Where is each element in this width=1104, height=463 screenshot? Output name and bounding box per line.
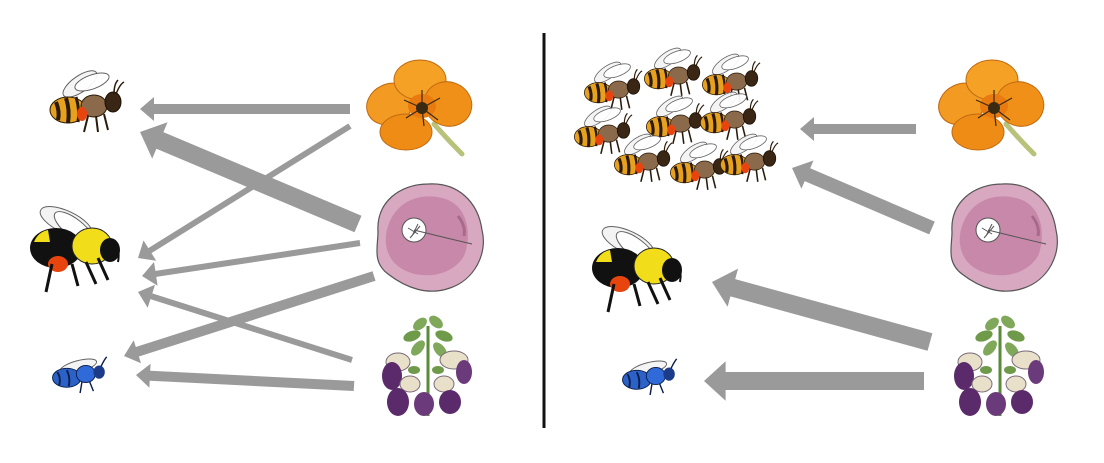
bumblebee-icon — [590, 218, 684, 314]
mallow-flower-icon — [375, 182, 485, 293]
lupine-flower-icon — [952, 311, 1046, 418]
blue-bee-icon — [51, 355, 108, 394]
mallow-flower-icon — [949, 182, 1059, 293]
arrow-left-network-mallow-to-blue-bee — [124, 271, 376, 364]
arrow-left-network-lupine-to-blue-bee — [136, 363, 355, 391]
honeybee-icon — [668, 136, 730, 192]
arrow-right-network-mallow-to-honeybee — [792, 160, 935, 235]
honeybee-icon — [718, 128, 780, 184]
arrow-left-network-mallow-to-bumblebee — [142, 240, 361, 286]
honeybee-icon — [572, 100, 634, 156]
arrows-layer — [124, 97, 935, 401]
arrow-left-network-poppy-to-honeybee — [140, 97, 350, 121]
honeybee-icon — [48, 63, 126, 134]
arrow-left-network-lupine-to-bumblebee — [138, 284, 353, 363]
arrow-left-network-mallow-to-honeybee — [140, 122, 362, 233]
poppy-flower-icon — [932, 60, 1050, 154]
arrow-right-network-poppy-to-honeybee — [800, 117, 916, 141]
arrow-left-network-poppy-to-bumblebee — [138, 123, 352, 261]
poppy-flower-icon — [360, 60, 478, 154]
bumblebee-icon — [28, 198, 122, 294]
lupine-flower-icon — [380, 311, 474, 418]
blue-bee-icon — [621, 357, 678, 396]
honeybee-icon — [642, 42, 704, 98]
honeybee-icon — [698, 86, 760, 142]
arrow-right-network-lupine-to-bumblebee — [712, 268, 933, 351]
honeybee-icon — [582, 56, 644, 112]
arrow-right-network-lupine-to-blue-bee — [704, 361, 924, 401]
